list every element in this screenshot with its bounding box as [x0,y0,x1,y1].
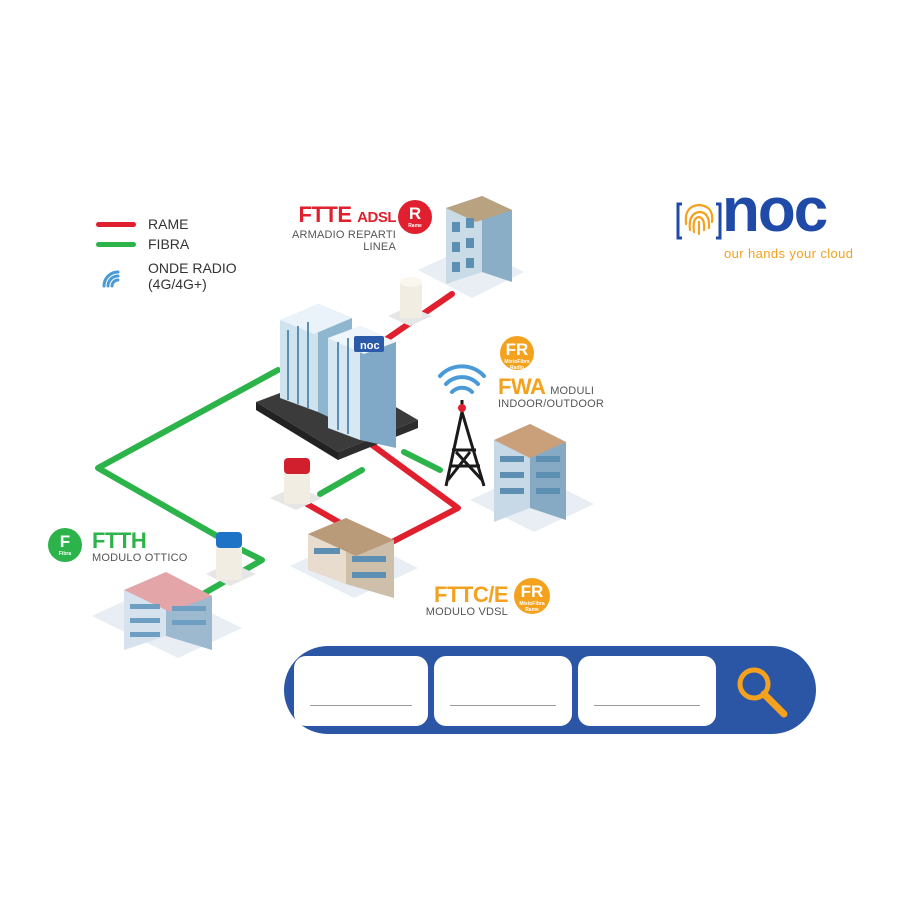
fttc-building [290,518,418,598]
ftte-subtitle: ARMADIO REPARTI LINEA [291,229,396,253]
fttc-label: FTTC/E MODULO VDSL [412,582,509,619]
legend-radio-label: ONDE RADIO (4G/4G+) [148,260,237,292]
ftth-cabinet [206,532,256,586]
fttc-title: FTTC/E [434,582,509,607]
search-icon[interactable] [737,667,788,718]
fwa-antenna-tower [444,400,486,487]
fwa-badge: FR MistoFibra Radio [500,336,534,371]
noc-tagline: our hands your cloud [724,246,854,261]
legend-rame-label: RAME [148,216,189,232]
legend-radio-icon [102,270,120,288]
legend-rame-swatch [96,222,136,227]
legend-fibra-swatch [96,242,136,247]
ftte-building [418,196,524,298]
fttc-subtitle: MODULO VDSL [425,606,508,618]
fttc-badge-line2: Rame [525,607,539,613]
ftth-badge-letter: F [59,532,71,551]
ftth-badge-label: Fibra [58,551,72,557]
fwa-title-suffix: MODULI [550,385,595,397]
ftte-badge: R Rame [398,200,432,234]
fwa-radio-waves [438,364,486,394]
green-line-fwa [401,449,443,473]
fwa-building [470,424,594,532]
ftte-title-suffix: ADSL [357,209,396,226]
fttc-cabinet [270,458,322,510]
legend-radio-line1: ONDE RADIO [148,260,237,276]
fwa-badge-line1: MistoFibra [504,359,530,365]
ftth-label: FTTH MODULO OTTICO [92,528,188,565]
fttc-badge: FR MistoFibra Rame [514,578,550,614]
hq-noc-label: noc [360,340,380,352]
search-field-1[interactable] [294,656,428,726]
ftte-label: FTTE ADSL ARMADIO REPARTI LINEA [256,202,397,254]
legend-fibra-label: FIBRA [148,236,190,252]
ftte-badge-label: Rame [408,223,422,229]
ftth-building [92,572,242,658]
ftth-subtitle: MODULO OTTICO [92,552,188,564]
red-line-fttc [365,439,461,545]
ftte-badge-letter: R [408,204,422,223]
ftth-badge: F Fibra [48,528,82,562]
noc-logo-mark [676,202,722,240]
fwa-subtitle: INDOOR/OUTDOOR [498,398,605,410]
fwa-badge-line2: Radio [510,365,524,371]
green-line-cabinet [317,467,365,497]
ftte-title: FTTE [298,202,353,227]
fttc-badge-letter: FR [520,582,544,601]
ftte-cabinet [388,277,432,326]
legend-radio-line2: (4G/4G+) [148,276,207,292]
noc-logo-text: noc [722,176,828,245]
search-field-3[interactable] [578,656,716,726]
fwa-title: FWA [498,374,545,399]
ftth-title: FTTH [92,528,147,553]
search-field-2[interactable] [434,656,572,726]
fwa-label: FWA MODULI INDOOR/OUTDOOR [498,374,605,411]
fwa-badge-letter: FR [505,340,529,359]
fttc-badge-line1: MistoFibra [519,601,545,607]
noc-headquarters [256,304,418,460]
